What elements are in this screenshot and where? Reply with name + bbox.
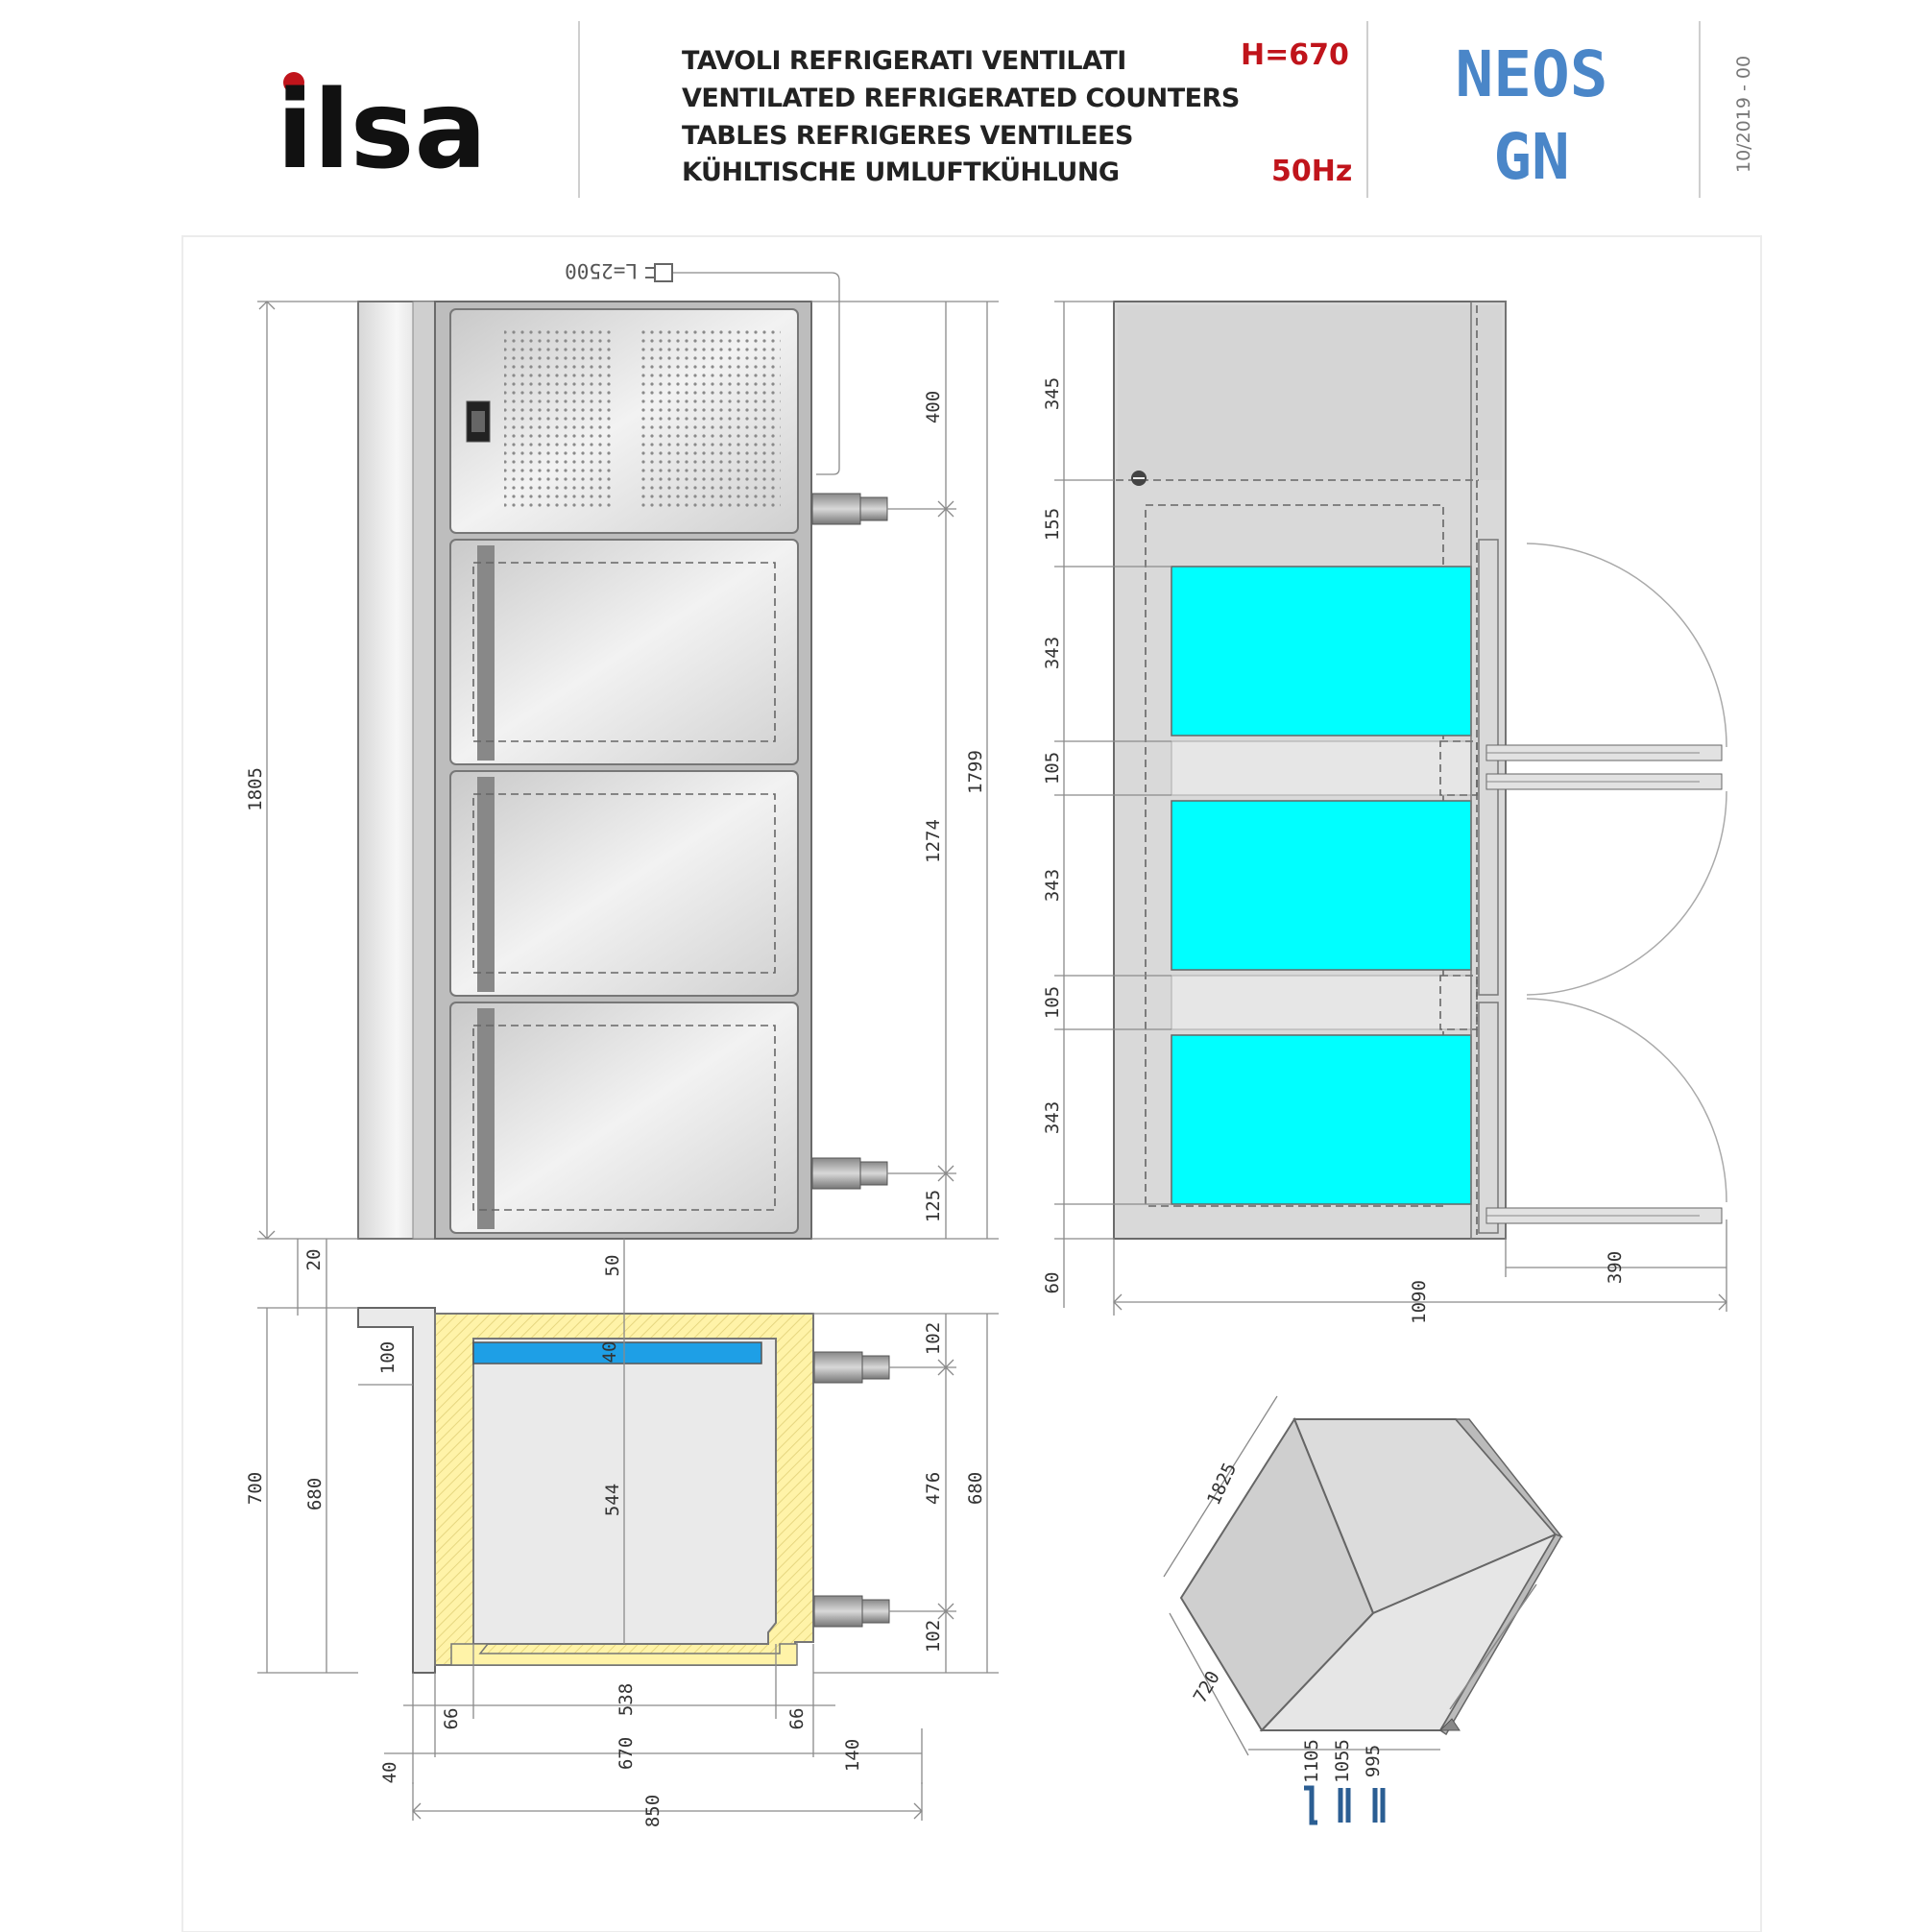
cable-length-label: L=2500 [565,259,638,282]
foot [811,493,888,525]
plan-dimensions [1054,301,1727,1316]
plan-door-frame [1470,301,1507,1240]
title-fr: TABLES REFRIGERES VENTILEES [682,121,1133,151]
drawer [449,539,799,765]
front-dimensions [257,301,999,1316]
dim-right-mid: 476 [923,1472,944,1505]
plan-compressor-area [1118,305,1502,480]
dim-outer-700: 700 [245,1472,266,1505]
dim-upper-section: 400 [923,391,944,423]
dim-side-left: 66 [441,1708,462,1730]
dim-iso-1055: 1055 [1332,1739,1353,1783]
vent-grille-right [641,328,781,511]
dim-plan-bottom: 60 [1042,1272,1063,1294]
dim-rear-gap: 40 [379,1762,400,1784]
drawing-frame [181,235,1762,1932]
dim-iso-length: 1825 [1203,1460,1241,1509]
height-spec: H=670 [1241,38,1349,72]
foot [811,1157,888,1190]
model-name: NEOS [1456,37,1608,111]
vent-grille-left [504,328,615,511]
dim-outer-680: 680 [304,1478,326,1510]
dim-inner-width: 538 [616,1683,637,1716]
section-dimensions [257,1239,999,1821]
dim-storage: 1274 [923,819,944,863]
gn-pan [1171,800,1472,971]
dim-right-total: 680 [965,1472,986,1505]
gn-pan [1171,1034,1472,1205]
dim-body-width: 670 [616,1737,637,1770]
dim-total-width: 850 [642,1795,664,1827]
power-cable [672,272,840,475]
dim-total-right: 1799 [965,750,986,794]
drawer-front [1478,1002,1499,1234]
dim-right-top: 102 [923,1322,944,1355]
dim-door-swing: 390 [1605,1251,1626,1284]
iso-dimensions [1163,1395,1440,1756]
pan-separator [1171,740,1472,796]
drawer-slide [1485,744,1723,790]
foot [813,1595,890,1628]
dim-pan-2: 343 [1042,869,1063,902]
drawer-slide [1485,1207,1723,1224]
dim-pan-3: 343 [1042,1101,1063,1134]
drawer [449,770,799,997]
drawer-front [1478,539,1499,996]
header: ilsa TAVOLI REFRIGERATI VENTILATI VENTIL… [277,21,1754,198]
title-it: TAVOLI REFRIGERATI VENTILATI [682,46,1126,76]
dim-iso-1105: 1105 [1301,1739,1322,1783]
model-suffix: GN [1493,120,1569,194]
dim-plan-top: 345 [1042,377,1063,410]
pan-separator [1171,975,1472,1030]
pan-profile-icon [1338,1788,1351,1823]
dim-pan-1: 343 [1042,637,1063,669]
front-view: L=2500 [245,259,999,1316]
dim-gap-1: 105 [1042,752,1063,785]
door-swing-arc [1526,543,1727,748]
door-swing-arc [1526,998,1727,1203]
title-en: VENTILATED REFRIGERATED COUNTERS [682,84,1240,113]
pan-profile-icon [1372,1788,1386,1823]
dim-splash: 100 [377,1341,398,1374]
section-view: 50 40 544 100 700 680 102 476 102 680 53… [245,1239,999,1827]
plug-icon [645,263,673,282]
bottom-tray [450,1643,798,1666]
revision-date: 10/2019 - 00 [1733,56,1754,173]
frequency-spec: 50Hz [1271,155,1352,188]
dim-depth: 1090 [1409,1280,1430,1324]
dim-top-gap: 50 [602,1255,623,1277]
drawer [449,1002,799,1234]
dim-iso-depth: 720 [1190,1668,1224,1707]
pan-profile-icon [1304,1785,1317,1825]
dim-side-right: 66 [786,1708,808,1730]
dim-overall-height: 1805 [245,767,266,811]
door-swing-arc [1526,790,1727,996]
brand-name: ilsa [277,68,487,193]
title-de: KÜHLTISCHE UMLUFTKÜHLUNG [682,156,1120,187]
foot [813,1351,890,1384]
thermostat-screen [471,411,485,432]
worktop-lip [412,301,436,1240]
dim-bottom: 125 [923,1190,944,1222]
dim-worktop-offset: 20 [303,1249,325,1271]
plan-view: 345 155 343 105 343 105 343 60 1090 390 [1042,301,1727,1324]
dim-plan-gap: 155 [1042,508,1063,541]
brand-logo: ilsa [277,68,487,193]
dim-front-gap: 140 [842,1739,863,1772]
dim-iso-995: 995 [1363,1745,1384,1777]
dim-gap-2: 105 [1042,986,1063,1019]
gn-pan-section [472,1341,762,1364]
isometric-view: 1825 720 1105 1055 995 [1163,1395,1564,1825]
gn-pan [1171,566,1472,737]
dim-right-bottom: 102 [923,1620,944,1653]
logo-dot-icon [283,72,304,93]
dim-inner-height: 544 [602,1484,623,1516]
dim-pan-depth: 40 [599,1341,620,1364]
